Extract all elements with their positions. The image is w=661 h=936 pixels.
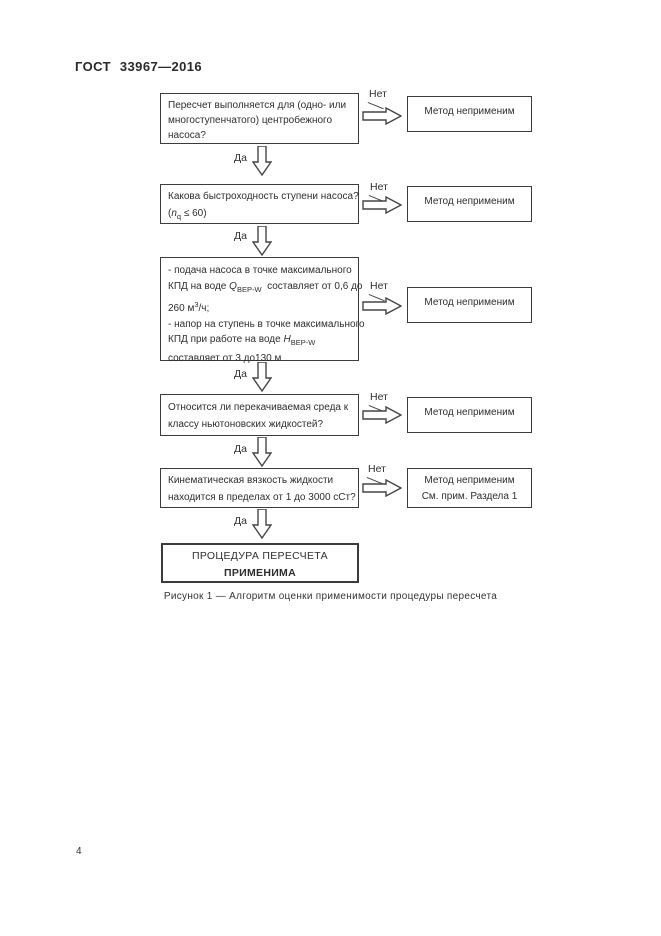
fail-box-4: Метод неприменим (407, 397, 532, 433)
no-label-2: Нет (370, 181, 388, 193)
no-arrow-icon-4 (362, 406, 402, 424)
page-number: 4 (76, 846, 82, 857)
decision-box-2: Какова быстроходность ступени насоса?(nq… (160, 184, 359, 224)
yes-label-3: Да (234, 368, 247, 380)
yes-arrow-icon-1 (252, 146, 272, 176)
no-label-4: Нет (370, 391, 388, 403)
yes-label-5: Да (234, 515, 247, 527)
yes-arrow-icon-3 (252, 362, 272, 392)
fail-box-3: Метод неприменим (407, 287, 532, 323)
no-arrow-icon-1 (362, 107, 402, 125)
yes-arrow-icon-4 (252, 437, 272, 467)
yes-arrow-icon-2 (252, 226, 272, 256)
figure-caption: Рисунок 1 — Алгоритм оценки применимости… (163, 591, 498, 602)
yes-label-1: Да (234, 152, 247, 164)
fail-box-1: Метод неприменим (407, 96, 532, 132)
fail-box-2: Метод неприменим (407, 186, 532, 222)
yes-arrow-icon-5 (252, 509, 272, 539)
yes-label-2: Да (234, 230, 247, 242)
no-arrow-icon-2 (362, 196, 402, 214)
no-label-5: Нет (368, 463, 386, 475)
no-label-3: Нет (370, 280, 388, 292)
document-title: ГОСТ 33967—2016 (75, 59, 202, 74)
no-arrow-icon-3 (362, 297, 402, 315)
no-label-1: Нет (369, 88, 387, 100)
no-arrow-icon-5 (362, 479, 402, 497)
yes-label-4: Да (234, 443, 247, 455)
